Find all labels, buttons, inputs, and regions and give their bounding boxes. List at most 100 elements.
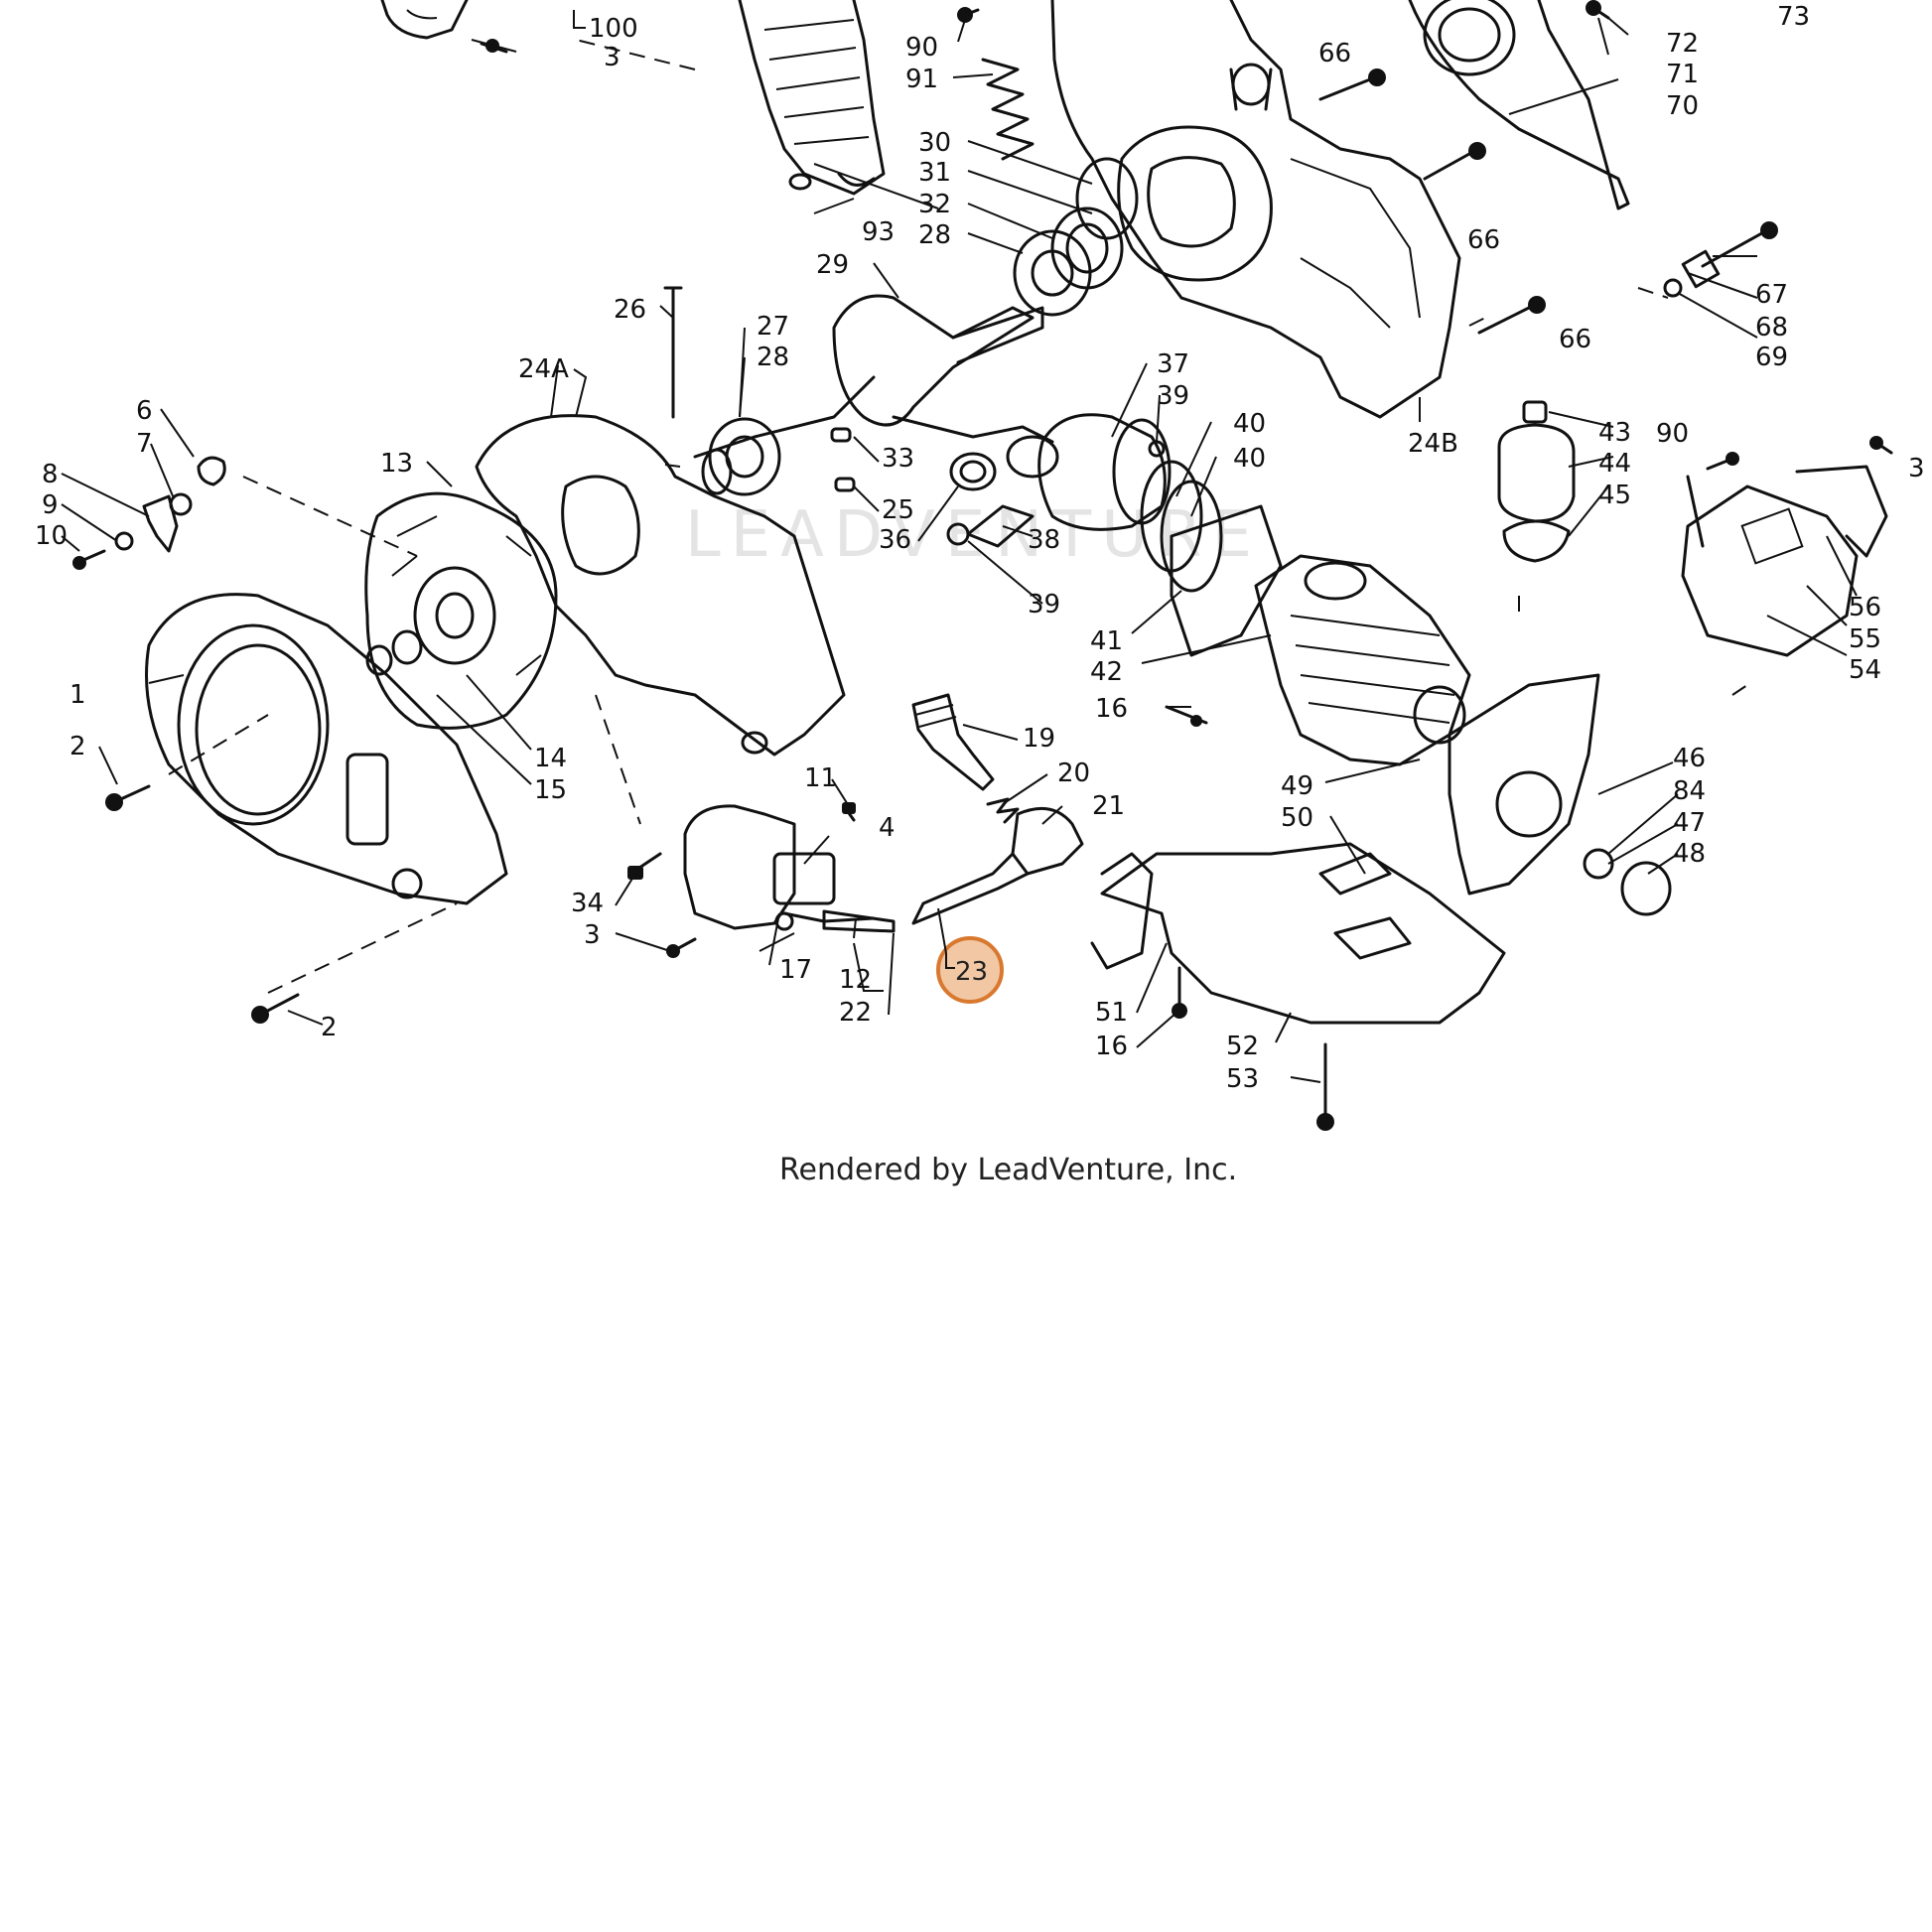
- render-credit: Rendered by LeadVenture, Inc.: [779, 1153, 1237, 1187]
- screw-34-part: [627, 852, 662, 880]
- callout-70: 70: [1666, 91, 1699, 121]
- callout-11: 11: [804, 763, 837, 793]
- plug-boot-part: [911, 806, 1084, 925]
- callout-13: 13: [380, 449, 413, 479]
- callout-29: 29: [816, 250, 849, 280]
- callout-labels: 100 3 90 91 93 30 31 32 28 29 26 27 28 2…: [35, 2, 1925, 1094]
- callout-39-upper: 39: [1157, 381, 1189, 411]
- callout-53: 53: [1226, 1064, 1259, 1094]
- callout-10: 10: [35, 521, 68, 551]
- callout-69: 69: [1755, 343, 1788, 372]
- highlighted-callout-23[interactable]: 23: [936, 907, 1004, 1004]
- crankcase-24a-part: [475, 414, 846, 757]
- callout-52: 52: [1226, 1032, 1259, 1061]
- callout-2-lower: 2: [321, 1013, 338, 1042]
- callout-44: 44: [1598, 449, 1631, 479]
- plug-16-part: [1165, 705, 1208, 727]
- screw-90-top: [957, 7, 980, 23]
- crankcase-24b-part: [1050, 0, 1461, 419]
- spring-20-part: [986, 797, 1020, 824]
- knob-part: [1583, 848, 1672, 916]
- callout-2-upper: 2: [69, 732, 86, 761]
- callout-9: 9: [42, 490, 59, 520]
- screw-11-part: [842, 802, 856, 822]
- callout-24a: 24A: [518, 354, 569, 384]
- cylinder-cover-part: [738, 0, 886, 196]
- screw-90-right: [1706, 452, 1739, 471]
- callout-4: 4: [879, 813, 896, 843]
- bolt-66-low: [1477, 296, 1546, 335]
- callout-24b: 24B: [1408, 429, 1458, 459]
- callout-1: 1: [69, 680, 86, 710]
- callout-26: 26: [614, 295, 646, 325]
- pin-33-part: [830, 427, 852, 443]
- callout-28-upper: 28: [918, 220, 951, 250]
- callout-15: 15: [534, 775, 567, 805]
- callout-45: 45: [1598, 481, 1631, 510]
- callout-90: 90: [905, 33, 938, 63]
- callout-36: 36: [879, 525, 911, 555]
- callout-17: 17: [779, 955, 812, 985]
- callout-91: 91: [905, 65, 938, 94]
- muffler-part: [1681, 465, 1888, 657]
- callout-100: 100: [589, 14, 638, 44]
- ignition-module-part: [683, 804, 896, 933]
- base-plate-part: [1090, 842, 1506, 1025]
- callout-73: 73: [1777, 2, 1810, 32]
- muffler-gasket-part: [1318, 852, 1392, 896]
- pin-25-part: [834, 477, 856, 492]
- callout-8: 8: [42, 460, 59, 489]
- callout-40-upper: 40: [1233, 409, 1266, 439]
- bolt-66-top: [1318, 69, 1386, 101]
- callout-12: 12: [839, 965, 872, 995]
- circlip-39-lower: [946, 522, 970, 546]
- screw-3-right: [1869, 436, 1893, 455]
- bearing-seal-part: [1013, 157, 1139, 317]
- callout-42: 42: [1090, 657, 1123, 687]
- flywheel-part: [364, 491, 558, 730]
- callout-93: 93: [862, 217, 895, 247]
- callout-40-lower: 40: [1233, 444, 1266, 474]
- callout-66-low: 66: [1559, 325, 1591, 354]
- pawl-assembly-part: [72, 456, 226, 570]
- callout-27: 27: [757, 312, 789, 342]
- callout-3: 3: [604, 43, 621, 72]
- screw-2-upper: [105, 784, 151, 811]
- callout-90-right: 90: [1656, 419, 1689, 449]
- callout-51: 51: [1095, 998, 1128, 1028]
- callout-72: 72: [1666, 29, 1699, 59]
- callout-3-lower: 3: [584, 920, 601, 950]
- callout-6: 6: [136, 396, 153, 426]
- screw-3-lower: [666, 937, 697, 958]
- leader-lines: [61, 10, 1858, 1083]
- needle-bearing-part: [949, 452, 997, 491]
- screw-71-72: [1586, 0, 1610, 20]
- callout-47: 47: [1673, 808, 1706, 838]
- callout-7: 7: [136, 429, 153, 459]
- callout-50: 50: [1281, 803, 1313, 833]
- bolt-53-part: [1316, 1042, 1334, 1131]
- callout-84: 84: [1673, 776, 1706, 806]
- callout-55: 55: [1849, 624, 1881, 654]
- assembly-lines: [168, 39, 1748, 994]
- callout-66-top: 66: [1318, 39, 1351, 69]
- callout-54: 54: [1849, 655, 1881, 685]
- callout-20: 20: [1057, 759, 1090, 788]
- clutch-cover-part: [1408, 0, 1630, 210]
- bolt-66-mid: [1423, 142, 1486, 181]
- callout-46: 46: [1673, 744, 1706, 773]
- starter-housing-part: [145, 593, 508, 905]
- callout-32: 32: [918, 190, 951, 219]
- heat-shield-part: [1448, 673, 1600, 896]
- callout-31: 31: [918, 158, 951, 188]
- callout-16-lower: 16: [1095, 1032, 1128, 1061]
- callout-49: 49: [1281, 771, 1313, 801]
- cylinder-gasket-part: [1170, 504, 1283, 657]
- callout-48: 48: [1673, 839, 1706, 869]
- callout-71: 71: [1666, 60, 1699, 89]
- callout-38: 38: [1028, 525, 1060, 555]
- callout-30: 30: [918, 128, 951, 158]
- callout-19: 19: [1023, 724, 1055, 754]
- callout-43: 43: [1598, 418, 1631, 448]
- callout-14: 14: [534, 744, 567, 773]
